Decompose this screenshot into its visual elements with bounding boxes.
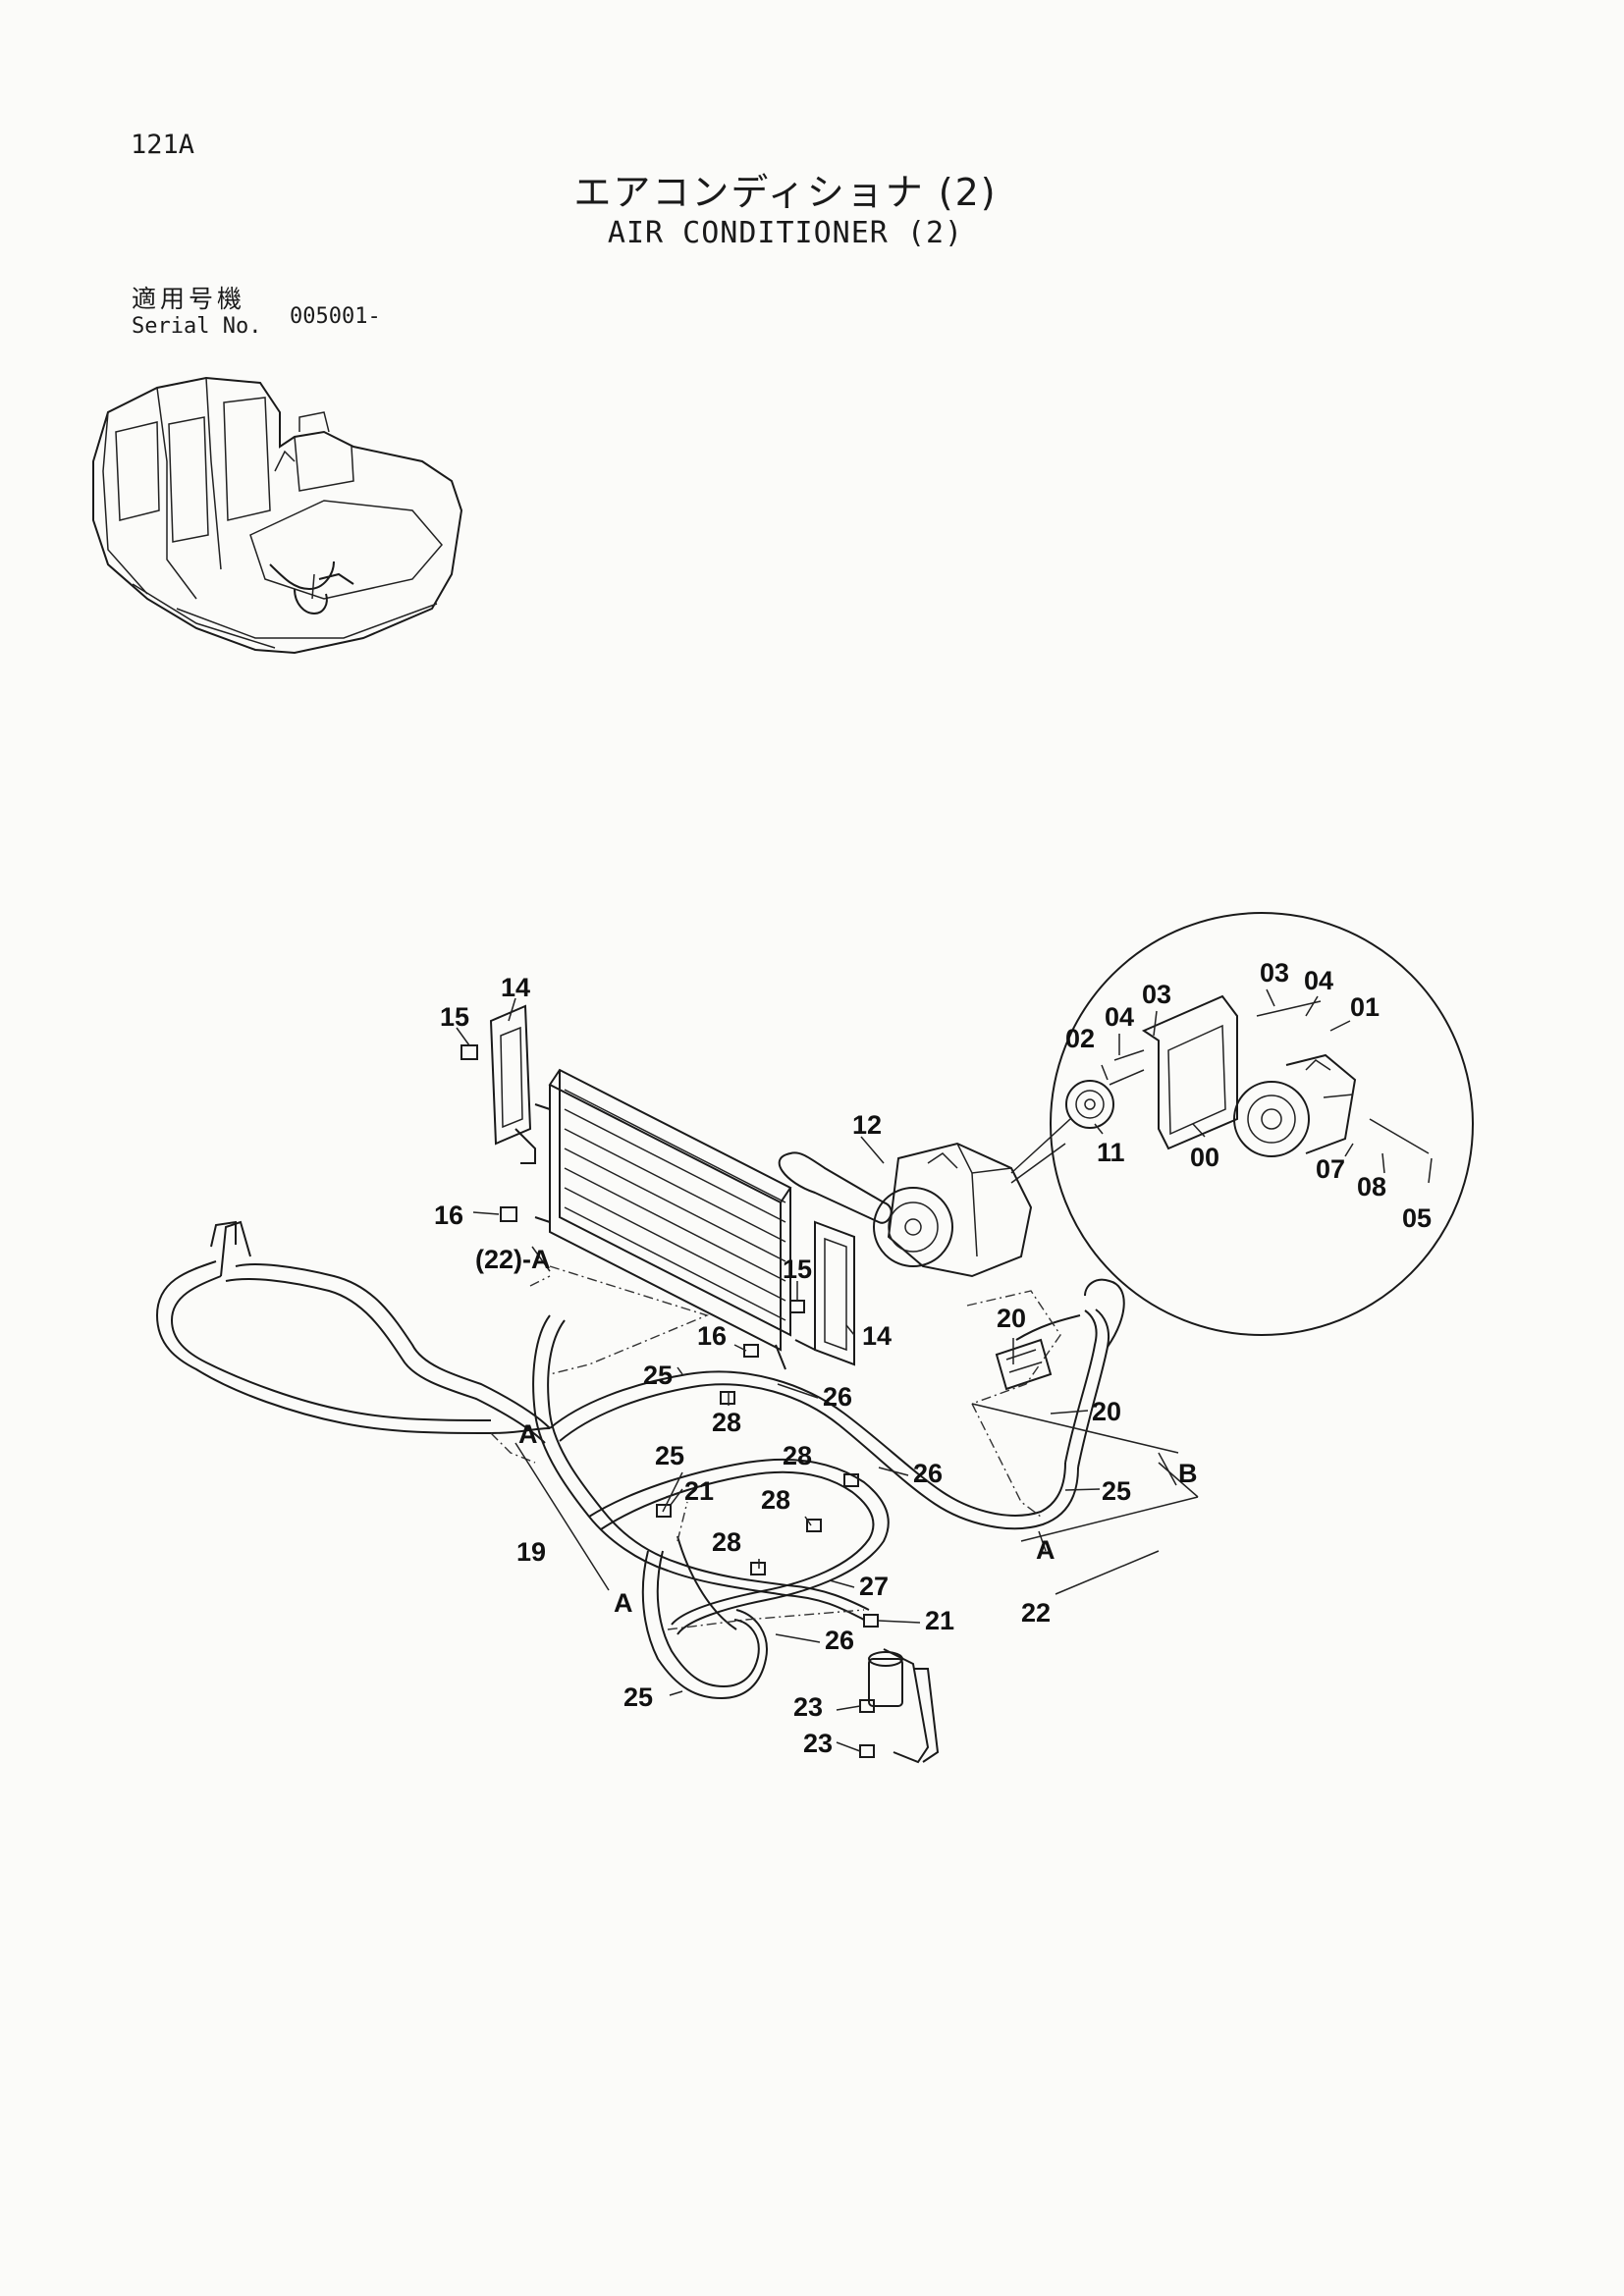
callout-label: (22)-A (475, 1245, 551, 1274)
callout-label: A (614, 1588, 633, 1618)
callout-label: 03 (1142, 980, 1171, 1009)
bracket-right (794, 1220, 855, 1366)
callout-label: 26 (823, 1382, 852, 1412)
callout-label: 02 (1065, 1024, 1095, 1053)
callout-label: 19 (516, 1537, 546, 1567)
callout-label: 16 (697, 1321, 727, 1351)
bolt-28-a (720, 1391, 735, 1405)
bolt-15-left (460, 1044, 478, 1060)
bolt-23-b (859, 1744, 875, 1758)
callout-label: 00 (1190, 1143, 1219, 1172)
bolt-16-left (500, 1206, 517, 1222)
bolt-21-a (656, 1504, 672, 1518)
callout-label: 28 (712, 1527, 741, 1557)
bracket-left (489, 1004, 536, 1164)
bolt-28-b (843, 1473, 859, 1487)
callout-label: 20 (997, 1304, 1026, 1333)
callout-label: B (1178, 1459, 1198, 1488)
clutch-hub (1233, 1081, 1310, 1157)
leader-lines (456, 988, 1433, 1752)
callout-label: 12 (852, 1110, 882, 1140)
callout-label: 15 (440, 1002, 469, 1032)
callout-label: A (1036, 1535, 1056, 1565)
bolt-group (460, 1044, 879, 1758)
page-number: 121A (131, 130, 195, 160)
callout-label: 28 (712, 1408, 741, 1437)
callout-label: 25 (1102, 1476, 1131, 1506)
receiver-drier (868, 1648, 940, 1764)
serial-label-japanese: 適用号機 (132, 285, 246, 313)
callout-label: 14 (862, 1321, 892, 1351)
callout-label: 14 (501, 973, 530, 1002)
callout-label: 26 (825, 1626, 854, 1655)
callout-label: 01 (1350, 992, 1380, 1022)
callout-label: 25 (643, 1361, 673, 1390)
callout-label: 21 (684, 1476, 714, 1506)
bolt-21-b (863, 1614, 879, 1628)
refrigerant-hoses (155, 1220, 1125, 1700)
callout-label: 21 (925, 1606, 954, 1635)
callout-label: A (518, 1419, 538, 1449)
reference-lines (490, 1265, 1199, 1630)
detail-circle (1050, 912, 1474, 1336)
callout-label: 25 (623, 1682, 653, 1712)
page-title-english: AIR CONDITIONER (2) (607, 216, 964, 250)
condenser-assembly (534, 1068, 792, 1370)
bolt-28-d (750, 1562, 766, 1575)
detail-view (1010, 912, 1474, 1336)
bolt-15-right (789, 1300, 805, 1313)
callout-label: 15 (783, 1255, 812, 1284)
callout-label: 03 (1260, 958, 1289, 988)
pulley-11 (1065, 1080, 1114, 1129)
callout-label: 07 (1316, 1154, 1345, 1184)
callout-label: 28 (783, 1441, 812, 1470)
callout-label: 04 (1105, 1002, 1134, 1032)
callout-label: 04 (1304, 966, 1333, 995)
callout-label: 23 (803, 1729, 833, 1758)
callout-label: 23 (793, 1692, 823, 1722)
callout-label: 11 (1097, 1138, 1125, 1167)
compressor-with-belt (778, 1142, 1033, 1278)
callout-label: 26 (913, 1459, 943, 1488)
serial-label-english: Serial No. (132, 314, 262, 339)
page-title-japanese: エアコンディショナ (2) (573, 171, 998, 214)
bolt-28-c (806, 1519, 822, 1532)
callout-labels: 15 14 16 (22)-A 12 15 14 16 25 26 28 A 2… (434, 958, 1432, 1758)
callout-label: 16 (434, 1201, 463, 1230)
callout-label: 28 (761, 1485, 790, 1515)
serial-number-value: 005001- (290, 304, 381, 329)
callout-label: 25 (655, 1441, 684, 1470)
excavator-locator-illustration (92, 376, 463, 655)
callout-label: 05 (1402, 1203, 1432, 1233)
bolt-16-right (743, 1344, 759, 1358)
callout-label: 20 (1092, 1397, 1121, 1426)
callout-label: 22 (1021, 1598, 1051, 1628)
callout-label: 27 (859, 1572, 889, 1601)
callout-label: 08 (1357, 1172, 1386, 1201)
